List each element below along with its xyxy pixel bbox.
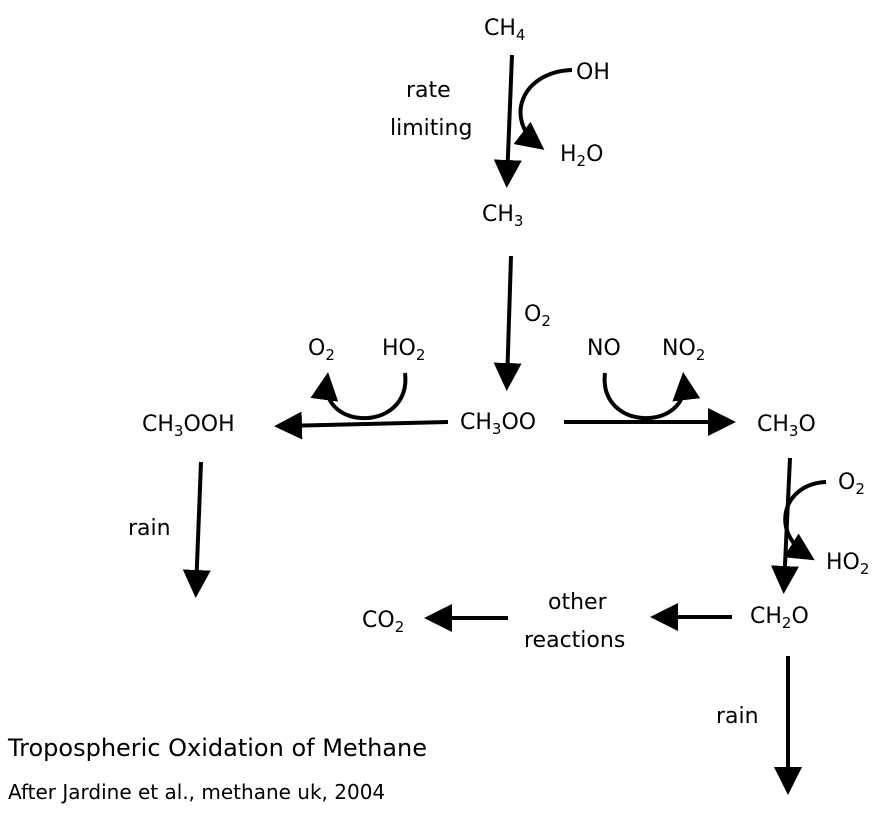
label-reactions: reactions [524, 628, 626, 653]
co2-sub: 2 [394, 618, 405, 636]
species-ch3ooh: CH3OOH [142, 412, 235, 439]
label-rain-right: rain [716, 704, 759, 729]
ch3oo-tail: OO [501, 410, 537, 435]
label-rate: rate [406, 78, 451, 103]
h2o-sub: 2 [576, 152, 587, 170]
ch4-sub: 4 [515, 26, 526, 44]
ch2o-tail: O [791, 604, 809, 629]
label-limiting: limiting [390, 116, 473, 141]
species-co2: CO2 [362, 608, 404, 635]
ho2-right-base: HO [826, 550, 860, 575]
label-other: other [548, 590, 607, 615]
no2-sub: 2 [695, 346, 706, 364]
ch3-base: CH [482, 202, 514, 227]
arrow-ch4-to-ch3 [493, 54, 522, 188]
o2-reactant-base: O [524, 302, 542, 327]
h2o-base: H [560, 142, 577, 167]
species-ch2o: CH2O [750, 604, 809, 631]
species-o2-left: O2 [308, 336, 335, 363]
curve-oh-to-h2o [513, 68, 573, 150]
co2-base: CO [362, 608, 395, 633]
caption-title: Tropospheric Oxidation of Methane [8, 734, 427, 762]
species-ch3oo: CH3OO [460, 410, 537, 437]
ch3oo-base: CH [460, 410, 492, 435]
species-ch3: CH3 [482, 202, 523, 229]
ch3ooh-base: CH [142, 412, 174, 437]
arrow-ch3-to-ch3oo [493, 255, 522, 391]
species-o2-right: O2 [838, 470, 865, 497]
species-ch4: CH4 [484, 16, 525, 43]
ch3o-base: CH [757, 412, 789, 437]
oh-base: OH [576, 60, 610, 85]
o2-left-sub: 2 [325, 346, 335, 364]
species-ch3o: CH3O [757, 412, 816, 439]
curve-o2-to-ho2-right [783, 480, 827, 561]
species-ho2-right: HO2 [826, 550, 869, 577]
ch3oo-sub: 3 [491, 420, 502, 438]
ch3ooh-sub: 3 [173, 422, 184, 440]
o2-left-base: O [308, 336, 326, 361]
ch2o-sub: 2 [781, 614, 792, 632]
arrow-ch3oo-to-ch3ooh [274, 411, 449, 440]
o2-right-sub: 2 [855, 480, 865, 498]
h2o-tail: O [586, 142, 604, 167]
label-rain-left: rain [128, 516, 171, 541]
ch3o-sub: 3 [788, 422, 799, 440]
ch3ooh-tail: OOH [183, 412, 235, 437]
ho2-right-sub: 2 [859, 560, 870, 578]
species-no2: NO2 [662, 336, 705, 363]
ho2-left-base: HO [382, 336, 416, 361]
ch3-sub: 3 [513, 212, 524, 230]
curve-ho2-to-o2-left [310, 372, 408, 421]
species-ho2-left: HO2 [382, 336, 425, 363]
ch2o-base: CH [750, 604, 782, 629]
caption-subtitle: After Jardine et al., methane uk, 2004 [8, 780, 386, 804]
ch3o-tail: O [798, 412, 816, 437]
no2-base: NO [662, 336, 696, 361]
species-oh: OH [576, 62, 610, 84]
arrow-rain-left [182, 461, 211, 598]
ch4-base: CH [484, 16, 516, 41]
o2-right-base: O [838, 470, 856, 495]
ho2-left-sub: 2 [415, 346, 426, 364]
species-h2o: H2O [560, 142, 604, 169]
species-no: NO [587, 338, 621, 360]
curve-no-to-no2 [602, 372, 701, 421]
no-base: NO [587, 336, 621, 361]
o2-reactant-sub: 2 [541, 312, 551, 330]
species-o2-reactant: O2 [524, 302, 551, 329]
